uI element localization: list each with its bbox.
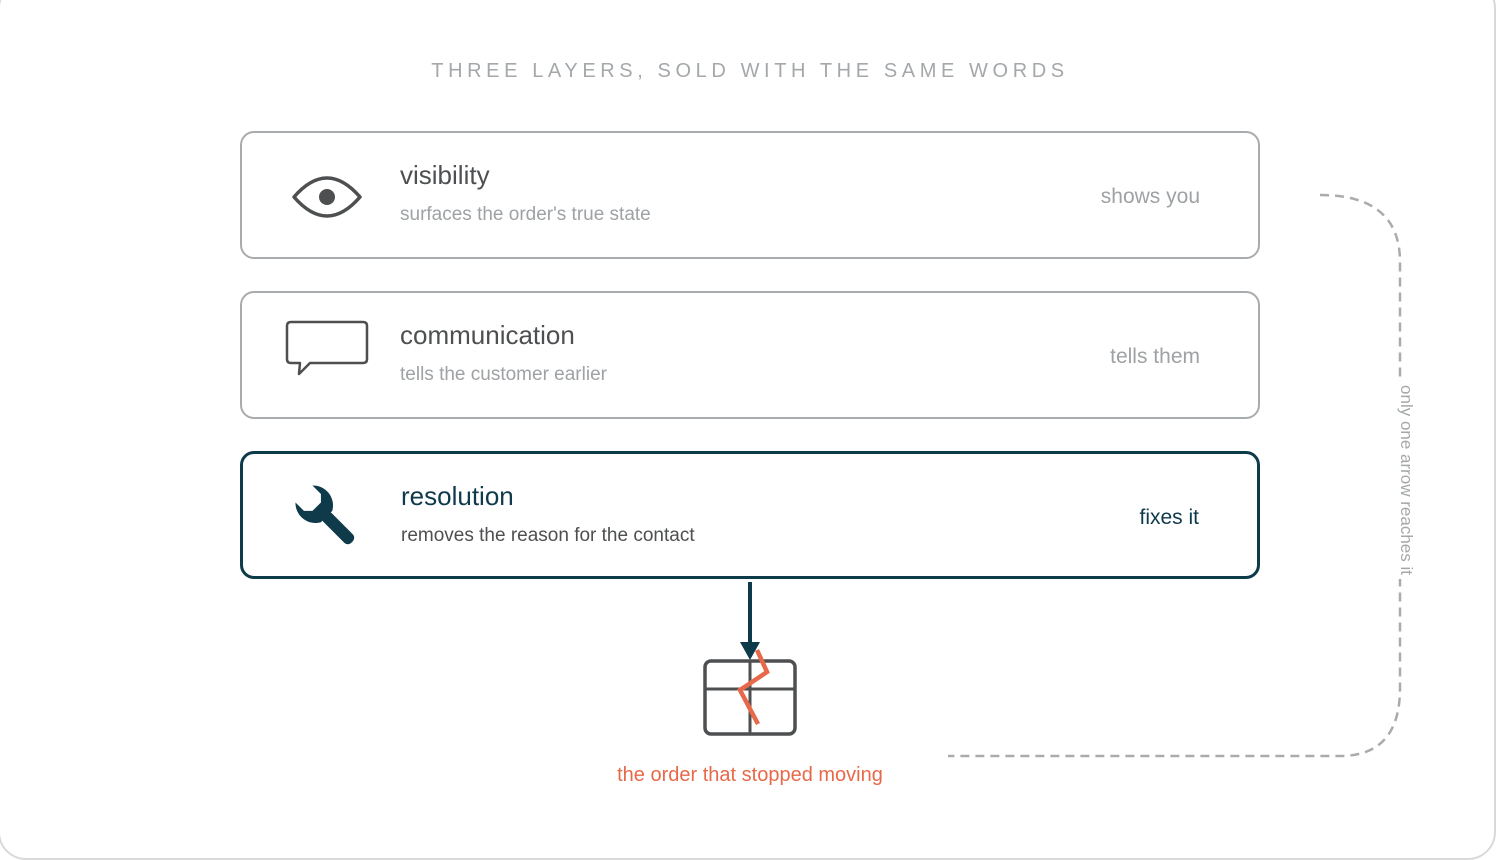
layer-visibility: visibility surfaces the order's true sta… <box>240 131 1260 259</box>
wrench-icon <box>283 478 373 558</box>
layer-verb: tells them <box>1110 345 1200 368</box>
layer-verb: shows you <box>1100 185 1200 208</box>
package-caption: the order that stopped moving <box>617 764 883 786</box>
layer-verb: fixes it <box>1139 506 1199 529</box>
layer-description: tells the customer earlier <box>400 364 607 385</box>
layer-description: removes the reason for the contact <box>401 525 695 546</box>
layer-name: visibility <box>400 160 490 190</box>
layer-name: communication <box>400 320 575 350</box>
layer-resolution: resolution removes the reason for the co… <box>240 451 1260 579</box>
speech-bubble-icon <box>282 317 372 397</box>
layer-description: surfaces the order's true state <box>400 204 651 225</box>
layer-communication: communication tells the customer earlier… <box>240 291 1260 419</box>
layer-name: resolution <box>401 481 514 511</box>
diagram-title: THREE LAYERS, SOLD WITH THE SAME WORDS <box>431 60 1069 82</box>
side-note: only one arrow reaches it <box>1396 381 1416 579</box>
eye-icon <box>282 157 372 237</box>
